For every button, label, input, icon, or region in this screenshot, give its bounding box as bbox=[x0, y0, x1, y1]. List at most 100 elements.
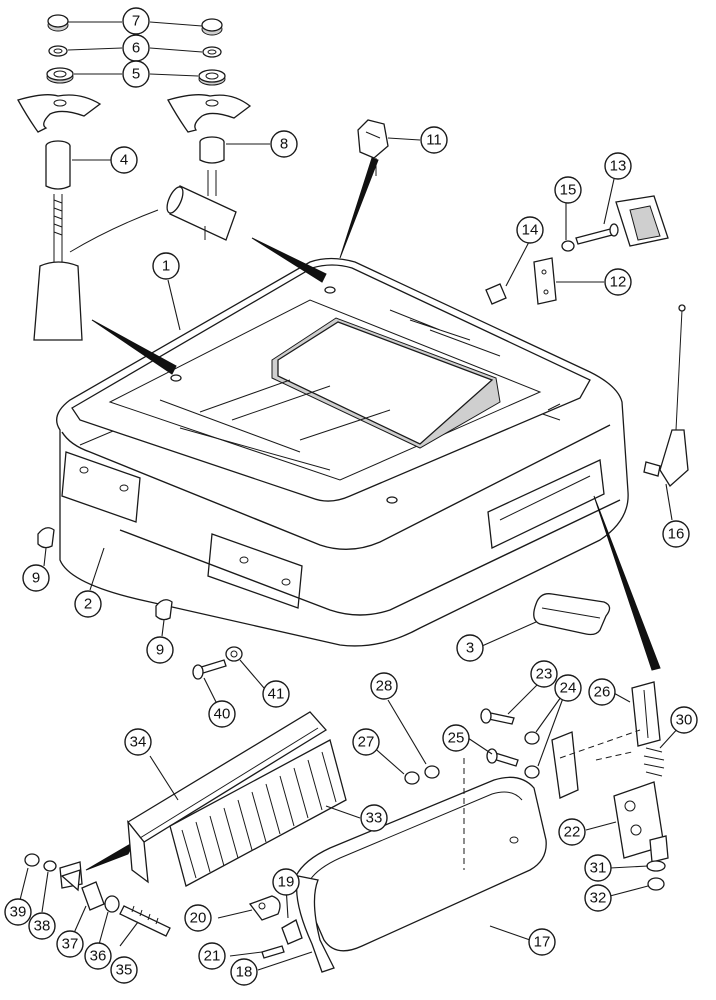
svg-text:16: 16 bbox=[668, 526, 685, 543]
bolt-13 bbox=[575, 223, 619, 245]
panel-17 bbox=[295, 776, 547, 973]
svg-text:20: 20 bbox=[190, 910, 207, 927]
callout-23: 23 bbox=[530, 660, 558, 688]
svg-text:9: 9 bbox=[32, 570, 40, 587]
svg-text:26: 26 bbox=[594, 684, 611, 701]
svg-text:13: 13 bbox=[610, 158, 627, 175]
bolt-23 bbox=[480, 708, 515, 725]
svg-text:27: 27 bbox=[358, 734, 375, 751]
callout-18: 18 bbox=[230, 958, 258, 986]
callout-20: 20 bbox=[184, 904, 212, 932]
callout-1: 1 bbox=[152, 252, 180, 280]
svg-text:38: 38 bbox=[34, 918, 51, 935]
svg-text:24: 24 bbox=[560, 680, 577, 697]
callout-22: 22 bbox=[558, 818, 586, 846]
bolt-19 bbox=[281, 919, 303, 945]
callout-37: 37 bbox=[56, 930, 84, 958]
callout-3: 3 bbox=[456, 634, 484, 662]
svg-text:25: 25 bbox=[448, 730, 465, 747]
callout-4: 4 bbox=[110, 146, 138, 174]
block-12 bbox=[533, 195, 669, 305]
svg-text:30: 30 bbox=[676, 712, 693, 729]
callout-26: 26 bbox=[588, 678, 616, 706]
svg-text:11: 11 bbox=[426, 132, 442, 149]
callout-2: 2 bbox=[74, 590, 102, 618]
callout-19: 19 bbox=[272, 868, 300, 896]
callout-35: 35 bbox=[110, 956, 138, 984]
callout-9-left: 9 bbox=[22, 564, 50, 592]
callout-30: 30 bbox=[670, 706, 698, 734]
callout-38: 38 bbox=[28, 912, 56, 940]
svg-text:32: 32 bbox=[590, 890, 607, 907]
callout-11: 11 bbox=[420, 126, 448, 154]
spacer-piece bbox=[60, 869, 81, 892]
callout-8: 8 bbox=[270, 130, 298, 158]
pin-21 bbox=[261, 945, 285, 959]
plug-9-right bbox=[155, 599, 173, 621]
callout-32: 32 bbox=[584, 884, 612, 912]
bolt-40 bbox=[192, 659, 227, 680]
strut-assembly bbox=[33, 140, 159, 341]
svg-text:37: 37 bbox=[62, 936, 79, 953]
antenna-16 bbox=[643, 304, 689, 487]
seal-3 bbox=[533, 593, 611, 636]
svg-text:7: 7 bbox=[132, 13, 140, 30]
svg-text:35: 35 bbox=[116, 962, 133, 979]
svg-text:36: 36 bbox=[90, 948, 107, 965]
washer-15 bbox=[561, 240, 575, 252]
bolt-25 bbox=[486, 748, 519, 767]
svg-text:41: 41 bbox=[268, 686, 285, 703]
clip-11 bbox=[357, 119, 389, 176]
washers-24 bbox=[524, 731, 579, 799]
callout-12: 12 bbox=[604, 268, 632, 296]
svg-text:21: 21 bbox=[204, 948, 221, 965]
callout-34: 34 bbox=[124, 728, 152, 756]
svg-text:33: 33 bbox=[366, 810, 383, 827]
svg-text:22: 22 bbox=[564, 824, 581, 841]
roof-assembly bbox=[56, 257, 629, 647]
callout-33: 33 bbox=[360, 804, 388, 832]
svg-text:4: 4 bbox=[120, 152, 128, 169]
callout-16: 16 bbox=[662, 520, 690, 548]
svg-text:19: 19 bbox=[278, 874, 295, 891]
svg-text:39: 39 bbox=[10, 904, 27, 921]
svg-text:5: 5 bbox=[132, 66, 140, 83]
tee-assembly bbox=[166, 136, 237, 241]
svg-text:28: 28 bbox=[376, 678, 393, 695]
callout-31: 31 bbox=[584, 854, 612, 882]
callout-41: 41 bbox=[262, 680, 290, 708]
svg-text:17: 17 bbox=[534, 934, 551, 951]
svg-text:3: 3 bbox=[466, 640, 474, 657]
right-nut-stack bbox=[198, 18, 226, 86]
callout-13: 13 bbox=[604, 152, 632, 180]
spring-30 bbox=[643, 747, 665, 777]
svg-text:34: 34 bbox=[130, 734, 147, 751]
hinge-22 bbox=[613, 781, 669, 863]
callout-24: 24 bbox=[554, 674, 582, 702]
plug-9-left bbox=[37, 527, 55, 549]
callout-39: 39 bbox=[4, 898, 32, 926]
svg-text:6: 6 bbox=[132, 40, 140, 57]
callout-9-right: 9 bbox=[146, 636, 174, 664]
svg-text:2: 2 bbox=[84, 596, 92, 613]
svg-text:1: 1 bbox=[162, 258, 170, 275]
filter-element-33 bbox=[169, 739, 347, 887]
callout-5: 5 bbox=[122, 60, 150, 88]
svg-text:40: 40 bbox=[214, 706, 231, 723]
nut-14 bbox=[485, 283, 507, 305]
svg-text:23: 23 bbox=[536, 666, 553, 683]
washer-41 bbox=[225, 646, 243, 662]
callout-40: 40 bbox=[208, 700, 236, 728]
callout-15: 15 bbox=[554, 176, 582, 204]
callout-21: 21 bbox=[198, 942, 226, 970]
right-saddle-bracket bbox=[167, 94, 252, 133]
svg-text:12: 12 bbox=[610, 274, 627, 291]
clamp-20 bbox=[248, 895, 281, 921]
callout-36: 36 bbox=[84, 942, 112, 970]
svg-text:9: 9 bbox=[156, 642, 164, 659]
svg-text:31: 31 bbox=[590, 860, 607, 877]
bracket-26 bbox=[631, 681, 661, 747]
pointer-wedges bbox=[85, 157, 661, 871]
